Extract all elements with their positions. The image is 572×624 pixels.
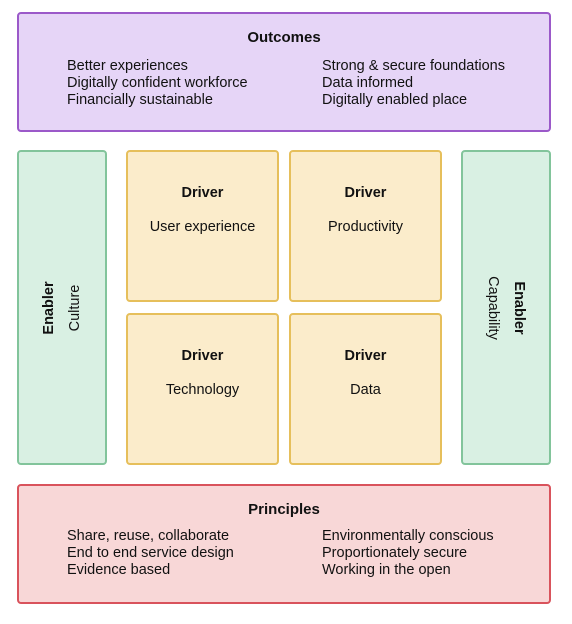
principle-item: Share, reuse, collaborate <box>67 528 230 544</box>
driver-title: Driver <box>181 185 224 201</box>
outcomes-title: Outcomes <box>247 29 321 46</box>
enabler-culture-text: Enabler Culture <box>36 281 88 334</box>
outcome-item: Strong & secure foundations <box>322 58 505 74</box>
driver-title: Driver <box>181 348 224 364</box>
driver-label: User experience <box>149 219 256 235</box>
outcomes-panel: Outcomes Better experiences Digitally co… <box>17 12 551 132</box>
outcomes-list-left: Better experiences Digitally confident w… <box>67 58 248 109</box>
principle-item: Working in the open <box>322 562 451 578</box>
driver-productivity: Driver Productivity <box>289 150 442 302</box>
enabler-culture: Enabler Culture <box>17 150 107 465</box>
driver-label: Productivity <box>328 219 403 235</box>
driver-title: Driver <box>344 185 387 201</box>
driver-label: Data <box>350 382 381 398</box>
outcome-item: Digitally enabled place <box>322 92 468 108</box>
principle-item: End to end service design <box>67 545 234 561</box>
outcome-item: Digitally confident workforce <box>67 75 248 91</box>
outcome-item: Data informed <box>322 75 414 91</box>
driver-title: Driver <box>344 348 387 364</box>
outcome-item: Better experiences <box>67 58 188 74</box>
enabler-title: Enabler <box>41 280 57 335</box>
outcome-item: Financially sustainable <box>67 92 213 108</box>
enabler-capability-text: Enabler Capability <box>480 276 532 340</box>
principles-title: Principles <box>248 501 320 518</box>
driver-user-experience: Driver User experience <box>126 150 279 302</box>
outcomes-list-right: Strong & secure foundations Data informe… <box>322 58 505 109</box>
driver-label: Technology <box>165 382 240 398</box>
principle-item: Environmentally conscious <box>322 528 494 544</box>
principles-panel: Principles Share, reuse, collaborate End… <box>17 484 551 604</box>
driver-data: Driver Data <box>289 313 442 465</box>
driver-technology: Driver Technology <box>126 313 279 465</box>
principles-list-left: Share, reuse, collaborate End to end ser… <box>67 528 234 579</box>
enabler-capability: Enabler Capability <box>461 150 551 465</box>
principles-list-right: Environmentally conscious Proportionatel… <box>322 528 494 579</box>
enabler-label: Capability <box>485 275 501 340</box>
enabler-label: Culture <box>67 284 83 331</box>
principle-item: Evidence based <box>67 562 171 578</box>
principle-item: Proportionately secure <box>322 545 468 561</box>
enabler-title: Enabler <box>511 280 527 335</box>
